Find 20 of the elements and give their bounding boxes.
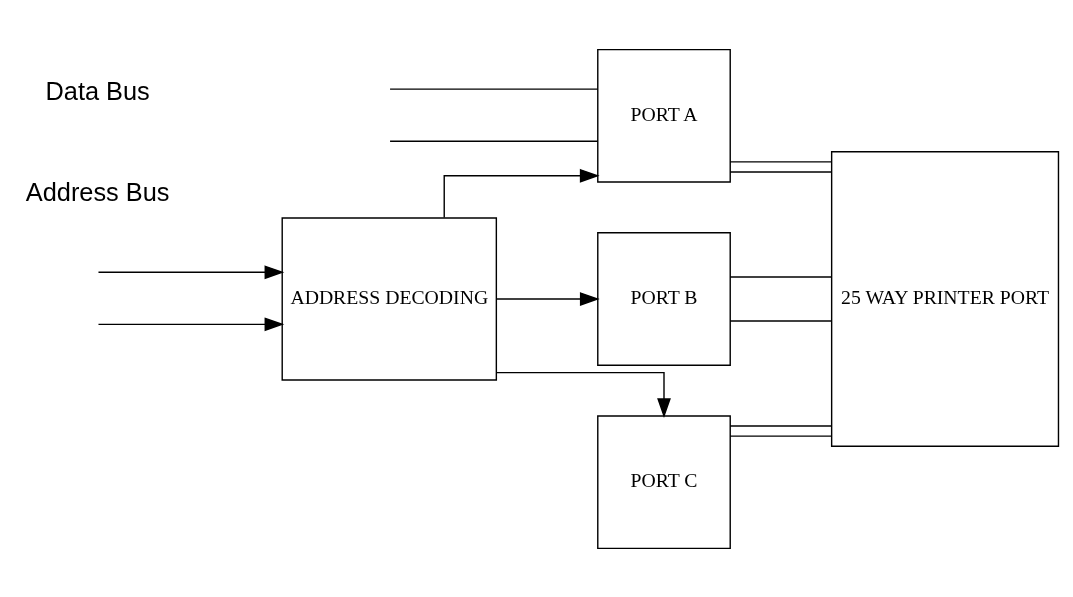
node-box: PORT B [597,231,731,366]
arrow [97,264,285,279]
arrow [495,371,671,418]
connector [729,160,833,163]
connector [389,140,599,142]
connector [729,275,833,278]
arrow [495,291,600,306]
connector [729,170,833,173]
connector [729,424,833,427]
node-box: 25 WAY PRINTER PORT [830,150,1060,447]
node-box: ADDRESS DECODING [281,216,498,381]
connector [729,434,833,437]
label: Data Bus [45,76,150,105]
connector [729,319,833,322]
label: Address Bus [25,177,170,206]
connector [389,87,599,90]
arrow [443,168,600,218]
node-box: PORT A [597,48,731,183]
arrow [97,316,285,331]
node-box: PORT C [597,414,731,549]
